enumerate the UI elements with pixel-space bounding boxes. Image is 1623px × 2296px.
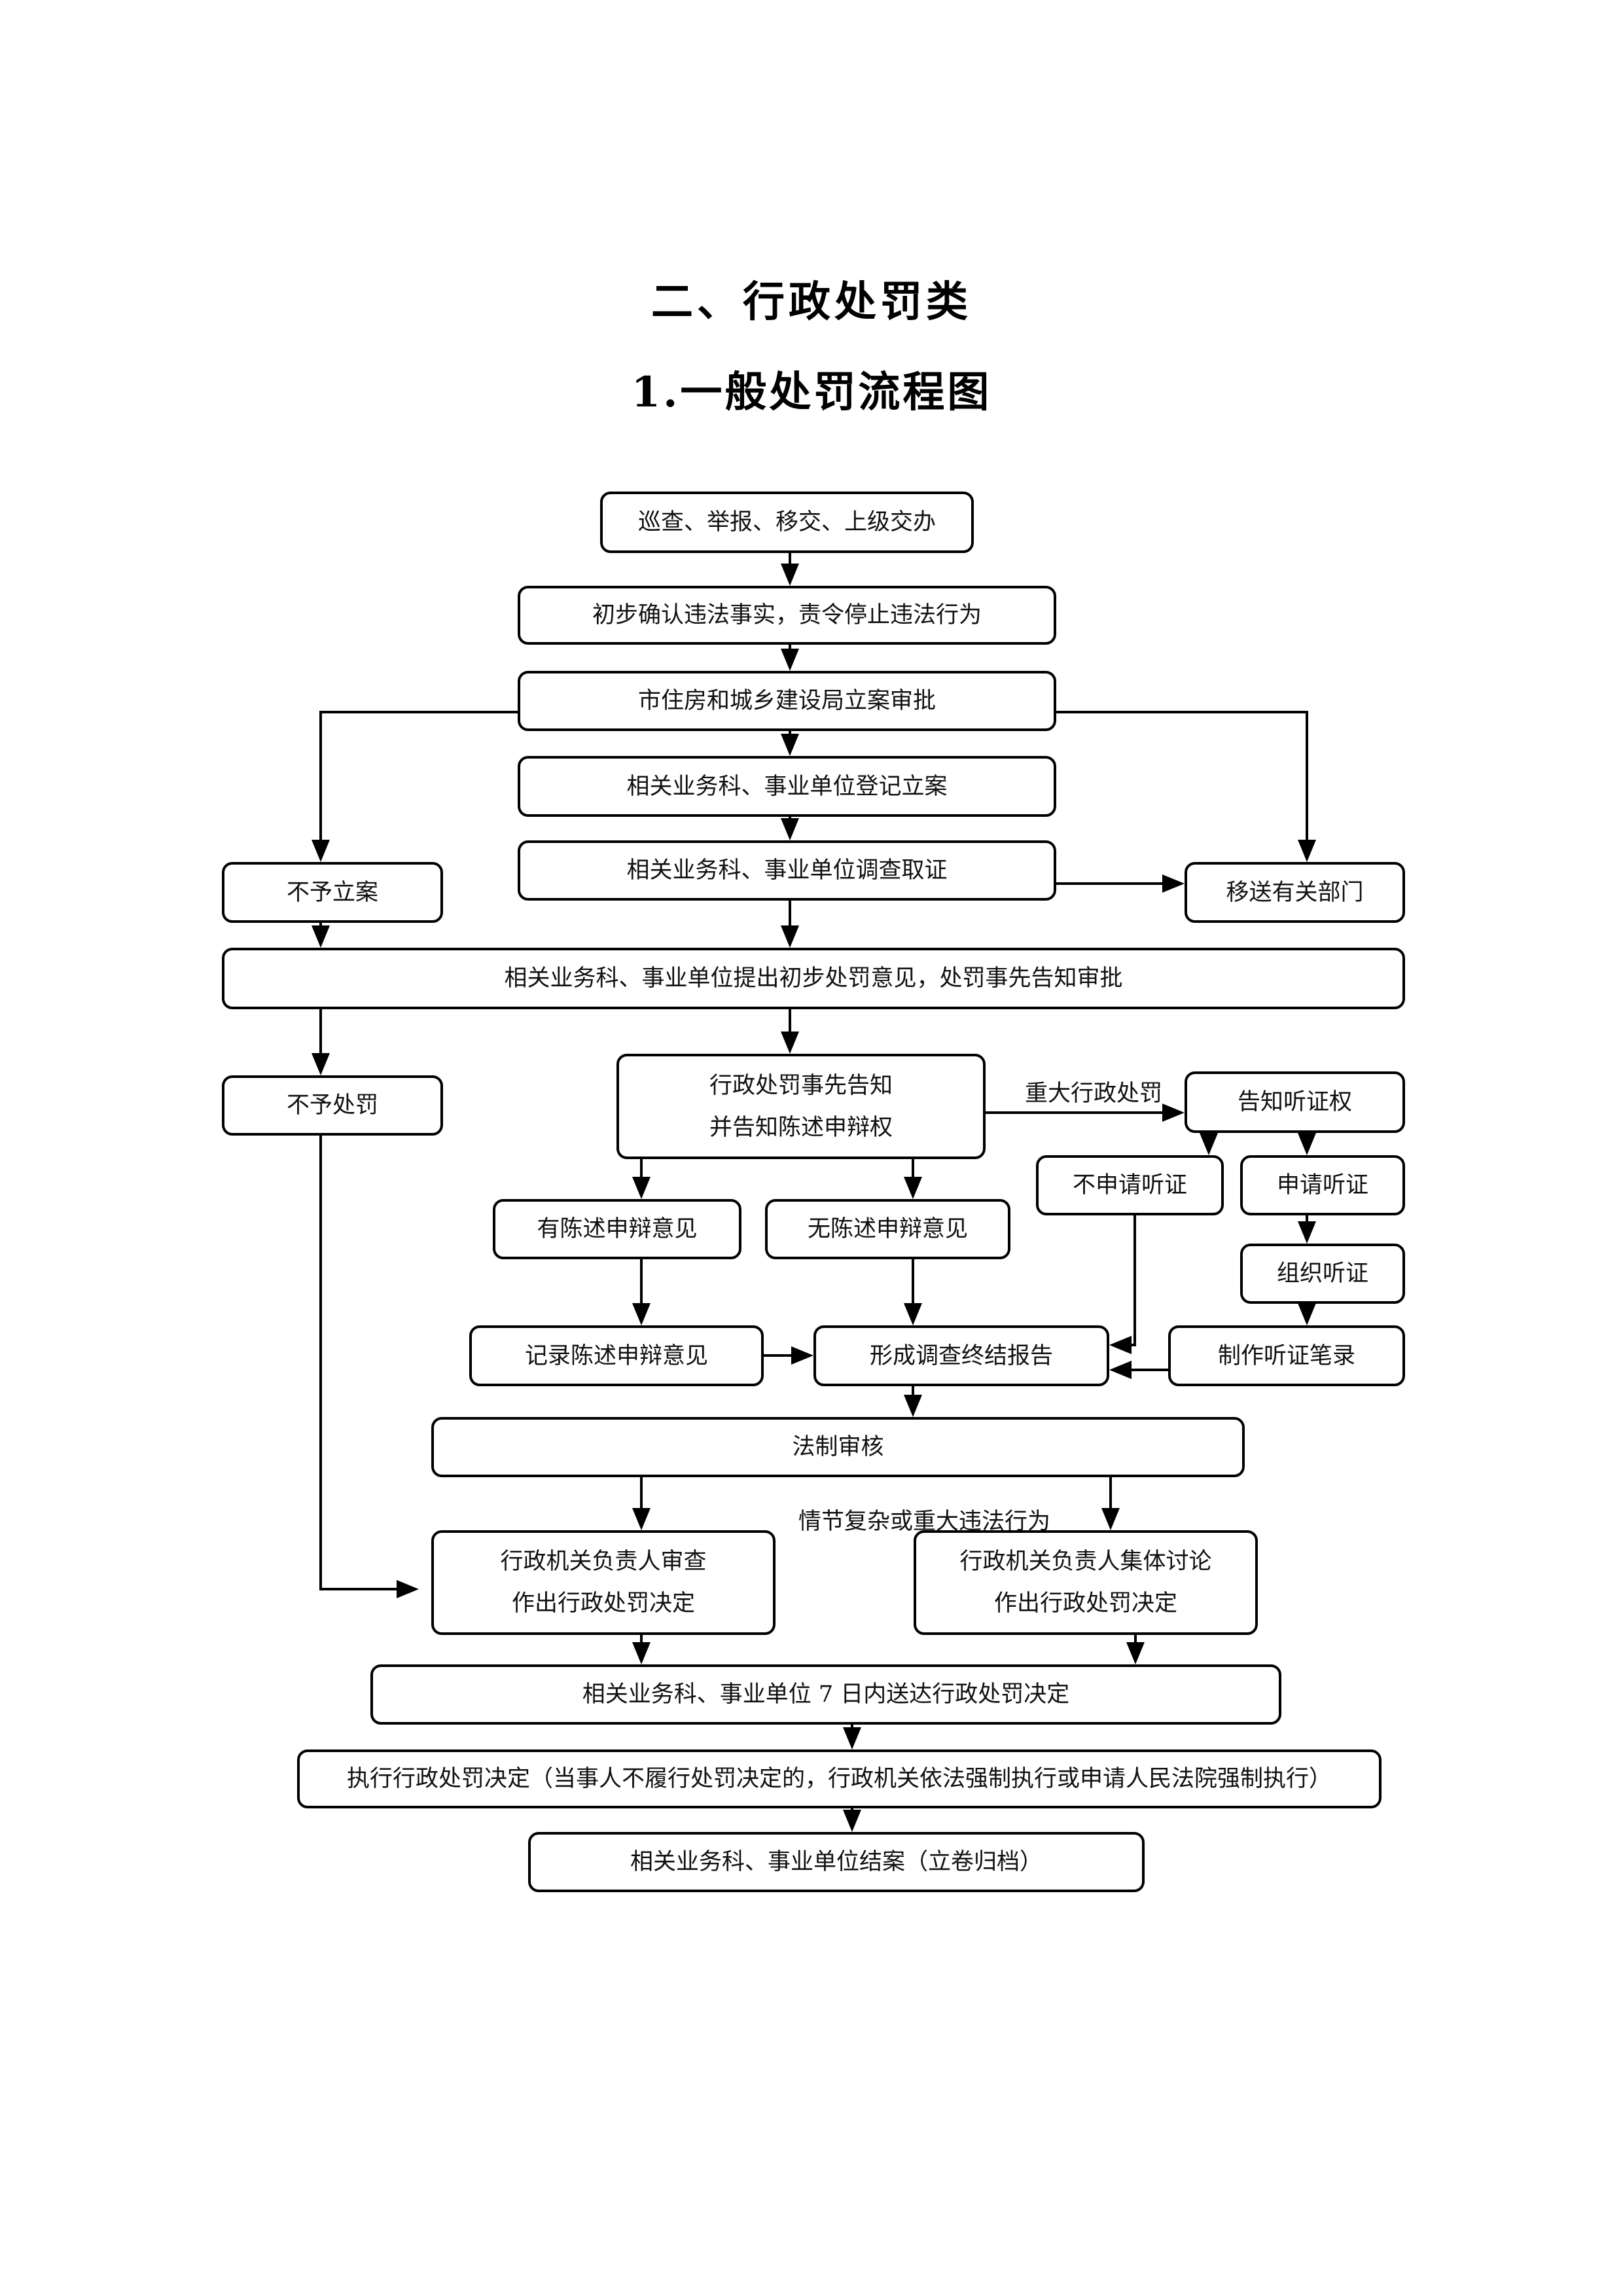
node-has-defense: 有陈述申辩意见	[493, 1199, 741, 1259]
edge-confirm-approval-arrowhead-icon	[781, 649, 799, 671]
edge-no-penalty-head-review-line	[319, 1136, 397, 1590]
edge-head-review-deliver-arrowhead-icon	[632, 1642, 651, 1664]
edge-record-report-arrowhead-icon	[791, 1346, 813, 1365]
edge-source-confirm-arrowhead-icon	[781, 564, 799, 586]
node-no-case: 不予立案	[222, 862, 443, 923]
edge-approval-transfer-arrowhead-icon	[1298, 840, 1316, 862]
node-approval: 市住房和城乡建设局立案审批	[518, 671, 1056, 731]
edge-no-hearing-report-arrowhead-icon	[1109, 1336, 1132, 1354]
node-organize-hearing: 组织听证	[1240, 1244, 1405, 1304]
edge-approval-no-case-arrowhead-icon	[312, 840, 330, 862]
edge-hearing-record-report-arrowhead-icon	[1109, 1361, 1132, 1379]
node-no-penalty: 不予处罚	[222, 1075, 443, 1136]
edge-register-investigate-arrowhead-icon	[781, 818, 799, 840]
node-hearing-right: 告知听证权	[1185, 1071, 1405, 1133]
edge-approval-register-arrowhead-icon	[781, 734, 799, 756]
edge-no-case-preliminary-arrowhead-icon	[312, 925, 330, 948]
edge-prior-has-defense-arrowhead-icon	[632, 1177, 651, 1199]
node-no-hearing: 不申请听证	[1036, 1155, 1224, 1215]
edge-investigate-preliminary-arrowhead-icon	[781, 925, 799, 948]
node-source: 巡查、举报、移交、上级交办	[600, 492, 974, 553]
edge-approval-no-case-line	[319, 711, 518, 840]
node-confirm: 初步确认违法事实，责令停止违法行为	[518, 586, 1056, 645]
node-prior-notice: 行政处罚事先告知 并告知陈述申辩权	[616, 1054, 986, 1159]
edge-report-legal-review-arrowhead-icon	[904, 1395, 922, 1417]
edge-legal-head-review-arrowhead-icon	[632, 1508, 651, 1530]
edge-preliminary-no-penalty-arrowhead-icon	[312, 1053, 330, 1075]
edge-prior-notice-hearing-right-arrowhead-icon	[1162, 1103, 1185, 1122]
edge-deliver-execute-arrowhead-icon	[843, 1727, 861, 1749]
edge-has-defense-record-arrowhead-icon	[632, 1303, 651, 1325]
edge-prior-no-defense-arrowhead-icon	[904, 1177, 922, 1199]
node-register: 相关业务科、事业单位登记立案	[518, 756, 1056, 817]
node-legal-review: 法制审核	[431, 1417, 1245, 1477]
flowchart-title: 1.一般处罚流程图	[631, 368, 992, 417]
node-no-defense: 无陈述申辩意见	[765, 1199, 1010, 1259]
edge-collective-deliver-arrowhead-icon	[1126, 1642, 1145, 1664]
edge-investigate-transfer-arrowhead-icon	[1162, 874, 1185, 893]
edge-preliminary-prior-notice-arrowhead-icon	[781, 1031, 799, 1054]
edge-no-penalty-head-review-arrowhead-icon	[397, 1580, 419, 1598]
edge-apply-organize-arrowhead-icon	[1298, 1221, 1316, 1244]
node-preliminary: 相关业务科、事业单位提出初步处罚意见，处罚事先告知审批	[222, 948, 1405, 1009]
node-hearing-record: 制作听证笔录	[1168, 1325, 1405, 1386]
edge-label-complex-case: 情节复杂或重大违法行为	[798, 1509, 1051, 1535]
edge-label-major-penalty: 重大行政处罚	[1025, 1081, 1163, 1107]
node-head-review: 行政机关负责人审查 作出行政处罚决定	[431, 1530, 776, 1635]
edge-hearing-right-no-hearing-arrowhead-icon	[1200, 1133, 1218, 1155]
edge-execute-close-arrowhead-icon	[843, 1810, 861, 1832]
node-execute: 执行行政处罚决定（当事人不履行处罚决定的，行政机关依法强制执行或申请人民法院强制…	[297, 1749, 1382, 1808]
edge-hearing-right-apply-arrowhead-icon	[1298, 1133, 1316, 1155]
node-collective: 行政机关负责人集体讨论 作出行政处罚决定	[914, 1530, 1258, 1635]
node-record-defense: 记录陈述申辩意见	[469, 1325, 764, 1386]
section-title: 二、行政处罚类	[651, 278, 972, 327]
edge-no-hearing-report-line	[1132, 1215, 1136, 1346]
node-apply-hearing: 申请听证	[1240, 1155, 1405, 1215]
node-deliver: 相关业务科、事业单位 7 日内送达行政处罚决定	[370, 1664, 1281, 1725]
edge-legal-collective-arrowhead-icon	[1101, 1508, 1120, 1530]
node-investigate: 相关业务科、事业单位调查取证	[518, 840, 1056, 901]
node-final-report: 形成调查终结报告	[813, 1325, 1109, 1386]
edge-approval-transfer-line	[1056, 711, 1308, 840]
node-transfer: 移送有关部门	[1185, 862, 1405, 923]
edge-organize-record-arrowhead-icon	[1298, 1303, 1316, 1325]
edge-no-defense-report-arrowhead-icon	[904, 1303, 922, 1325]
node-close: 相关业务科、事业单位结案（立卷归档）	[528, 1832, 1145, 1892]
